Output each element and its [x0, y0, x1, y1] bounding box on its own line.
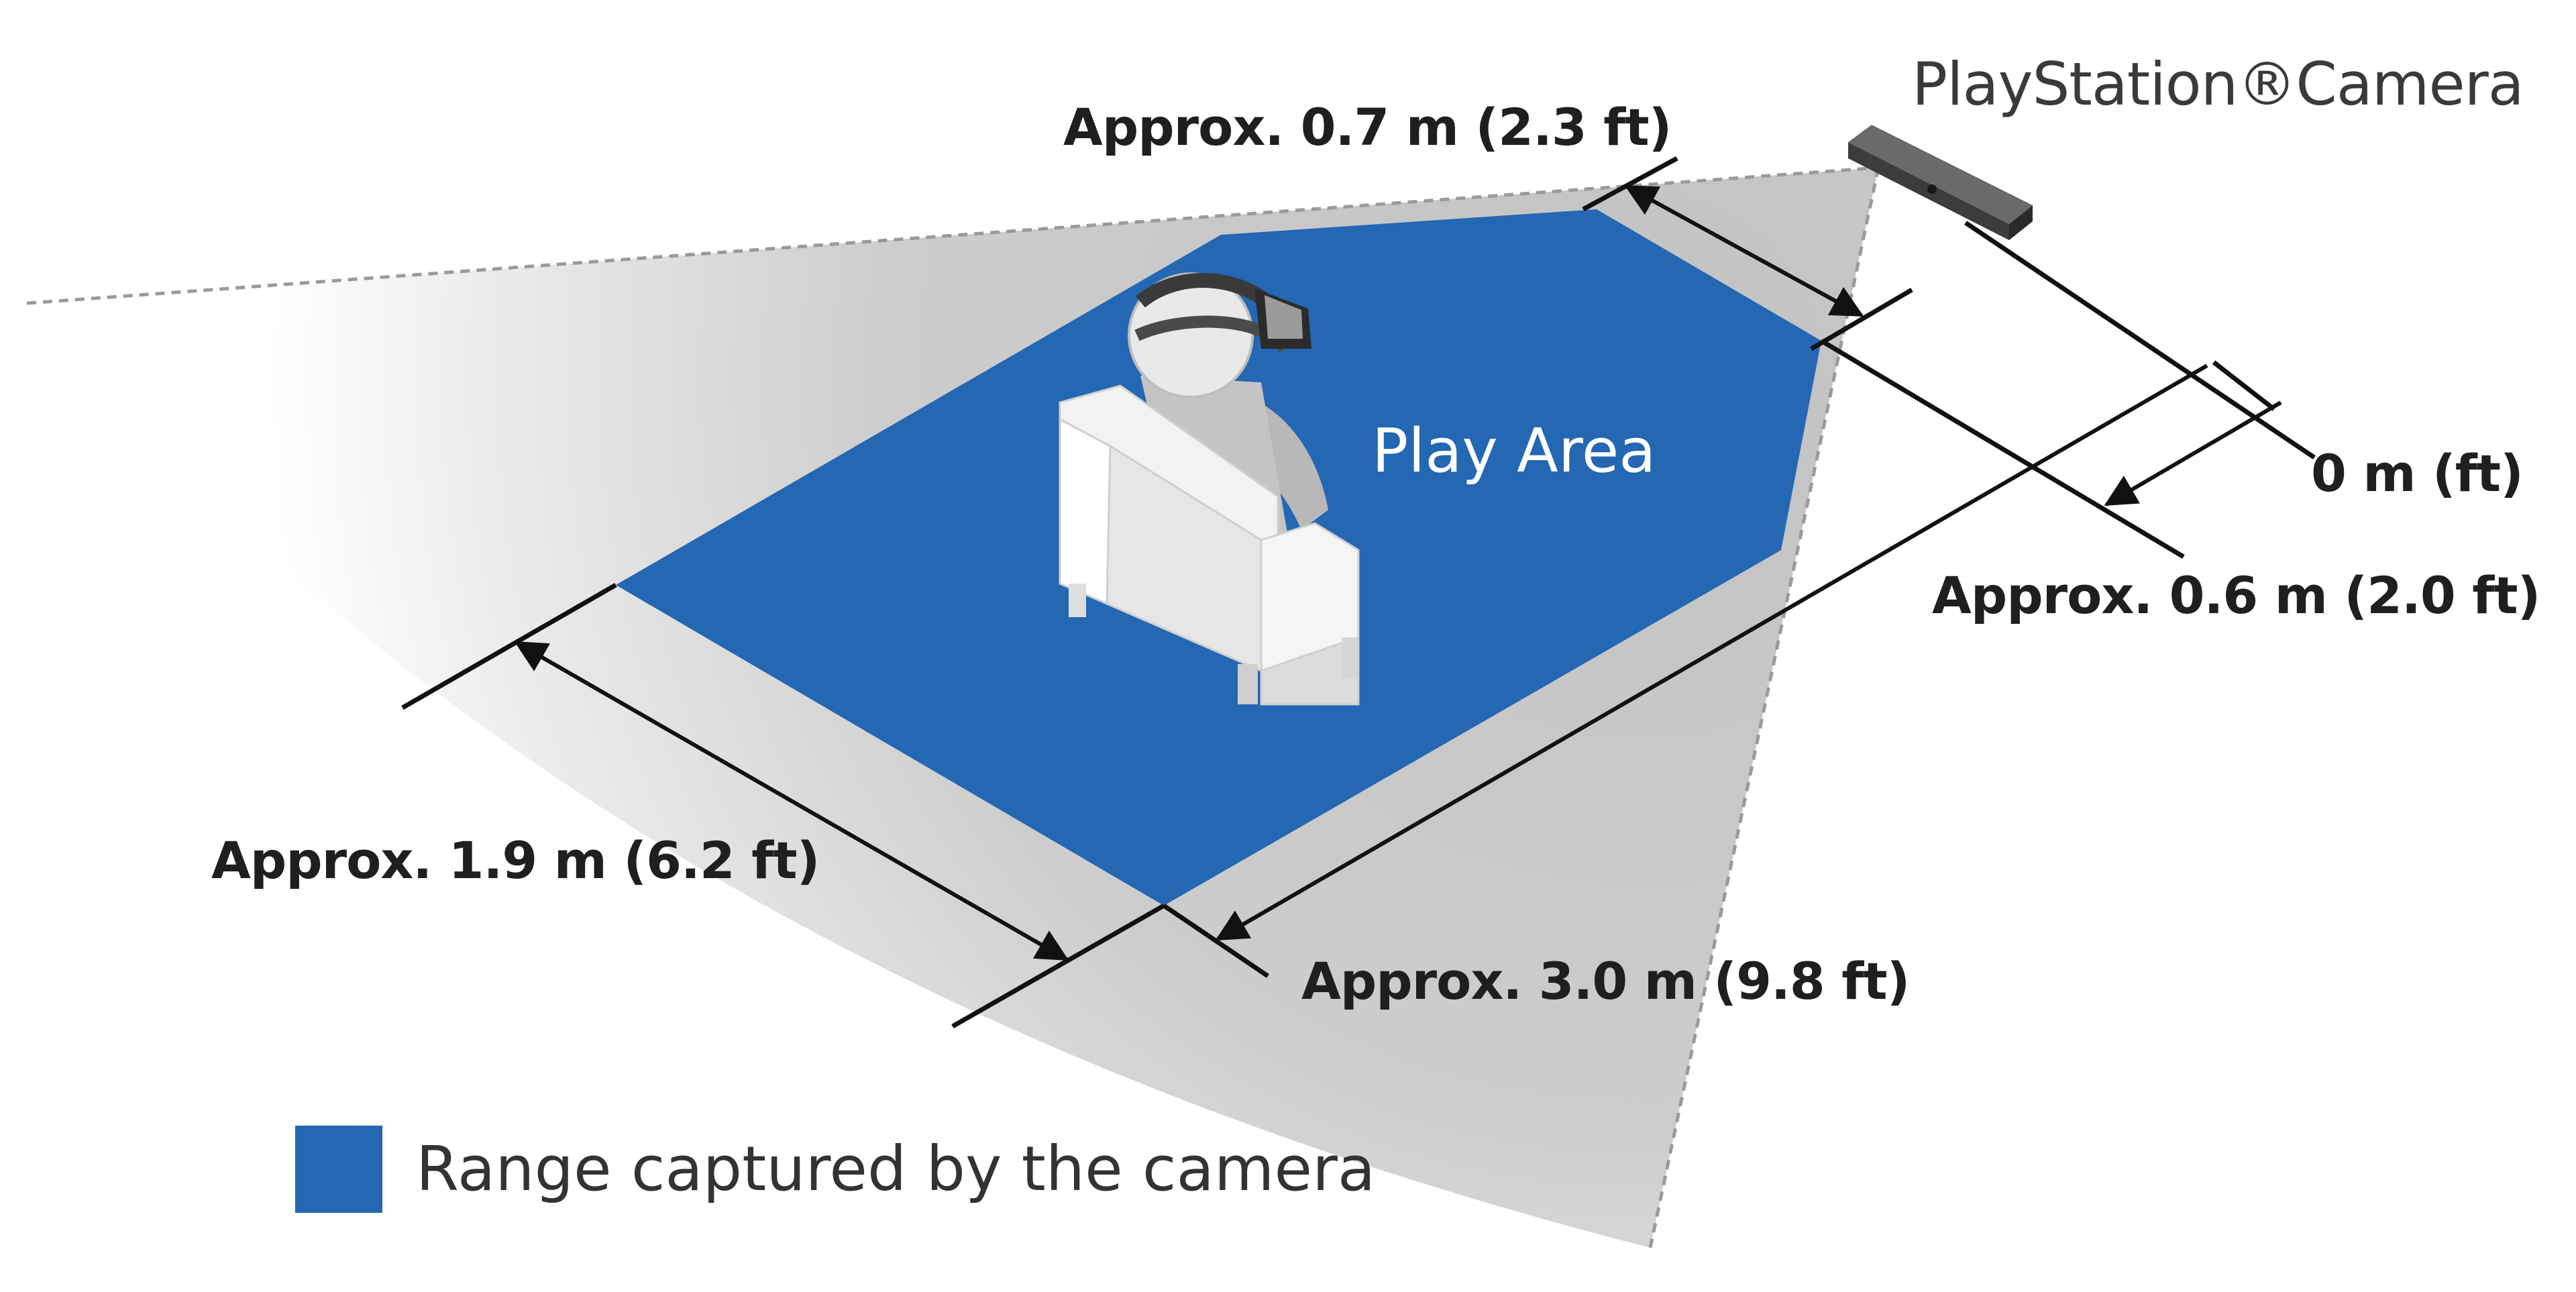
camera-device	[1848, 125, 2033, 240]
bottom-width-label: Approx. 1.9 m (6.2 ft)	[211, 830, 820, 890]
play-area-label: Play Area	[1372, 416, 1656, 486]
zero-distance-label: 0 m (ft)	[2311, 443, 2524, 503]
near-distance-label: Approx. 0.6 m (2.0 ft)	[1932, 566, 2540, 625]
legend-label: Range captured by the camera	[416, 1133, 1376, 1205]
seated-user-figure	[1059, 272, 1360, 706]
dimension-arrows	[514, 184, 2282, 961]
field-edge-left	[26, 166, 1879, 305]
top-width-label: Approx. 0.7 m (2.3 ft)	[1063, 97, 1672, 157]
legend-swatch	[295, 1126, 382, 1213]
legend: Range captured by the camera	[295, 1126, 1375, 1213]
camera-label: PlayStation®Camera	[1912, 50, 2524, 119]
field-edge-right	[1648, 167, 1880, 1248]
far-distance-label: Approx. 3.0 m (9.8 ft)	[1301, 951, 1910, 1011]
